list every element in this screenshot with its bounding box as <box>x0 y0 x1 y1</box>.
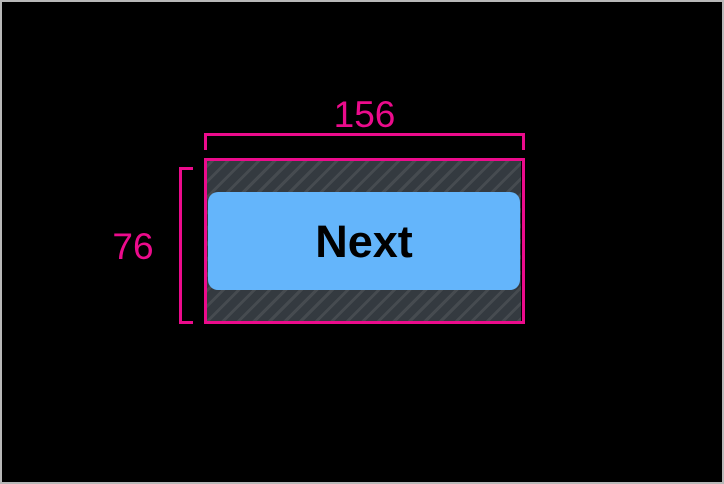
width-dimension-label: 156 <box>333 94 396 135</box>
next-button-label: Next <box>315 215 413 267</box>
height-dimension-label: 76 <box>112 226 154 267</box>
next-button[interactable]: Next <box>208 192 520 290</box>
height-dimension-bracket <box>179 167 193 324</box>
width-dimension-bracket <box>204 133 525 150</box>
